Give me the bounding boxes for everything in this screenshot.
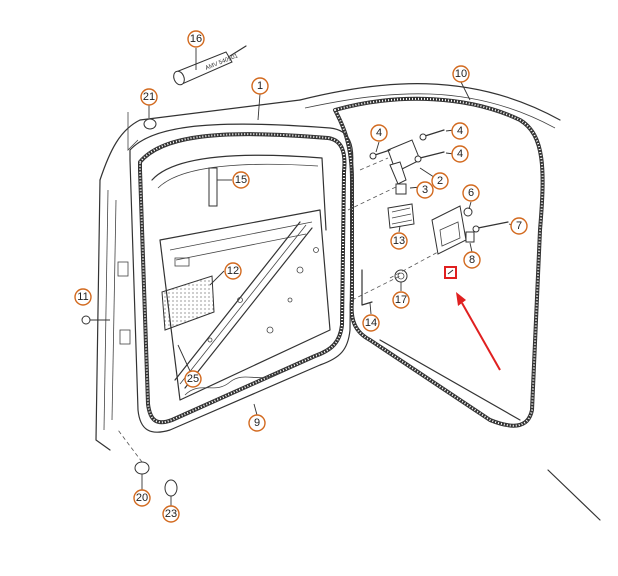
callout-4-upper-right: 4 [451,122,469,140]
a-pillar-body [95,99,301,451]
plug-21 [127,112,157,151]
svg-text:4: 4 [457,125,463,137]
plug-20 [117,429,150,475]
check-pad-13 [387,203,415,229]
svg-text:7: 7 [516,220,522,232]
vehicle-body-outline [299,83,601,521]
svg-text:21: 21 [143,91,155,103]
callout-23: 23 [162,505,180,523]
bracket-14 [351,269,401,306]
callout-3: 3 [416,181,434,199]
svg-text:16: 16 [190,33,202,45]
red-arrow [456,292,501,371]
svg-text:11: 11 [77,291,88,303]
plug-23 [164,479,178,497]
callout-15: 15 [232,171,250,189]
door-shell [117,123,354,433]
svg-text:17: 17 [395,294,407,306]
svg-text:8: 8 [469,254,475,266]
callout-9: 9 [248,414,266,432]
callout-2: 2 [431,172,449,190]
callout-4-lower-right: 4 [451,145,469,163]
hinge-assembly [347,129,445,211]
callout-25: 25 [184,370,202,388]
svg-text:9: 9 [254,417,260,429]
callout-6: 6 [462,184,480,202]
callout-7: 7 [510,217,528,235]
special-tool: AMV 540501 [173,45,247,86]
callout-12: 12 [224,262,242,280]
door-opening-seal [333,96,545,428]
svg-text:3: 3 [422,184,428,196]
callout-14: 14 [362,314,380,332]
callout-17: 17 [392,291,410,309]
highlighted-part [444,266,457,279]
svg-text:13: 13 [393,235,405,247]
callout-21: 21 [140,88,158,106]
callout-4-top: 4 [370,124,388,142]
callout-11: 11 [74,288,92,306]
svg-text:14: 14 [365,317,377,329]
grommet-17 [394,269,408,283]
callout-8: 8 [463,251,481,269]
callout-16: 16 [187,30,205,48]
callout-13: 13 [390,232,408,250]
svg-text:2: 2 [437,175,443,187]
svg-text:20: 20 [136,492,148,504]
svg-text:23: 23 [165,508,177,520]
callout-10: 10 [452,65,470,83]
svg-text:10: 10 [455,68,467,80]
callout-20: 20 [133,489,151,507]
svg-text:4: 4 [376,127,382,139]
svg-text:25: 25 [187,373,199,385]
striker-assembly [389,205,509,279]
svg-text:1: 1 [257,80,263,92]
svg-text:12: 12 [227,265,239,277]
svg-text:4: 4 [457,148,463,160]
sound-pad [161,275,215,331]
screw-11 [81,315,110,325]
svg-text:6: 6 [468,187,474,199]
callout-1: 1 [251,77,269,95]
svg-text:15: 15 [235,174,247,186]
trim-strip [208,167,232,207]
